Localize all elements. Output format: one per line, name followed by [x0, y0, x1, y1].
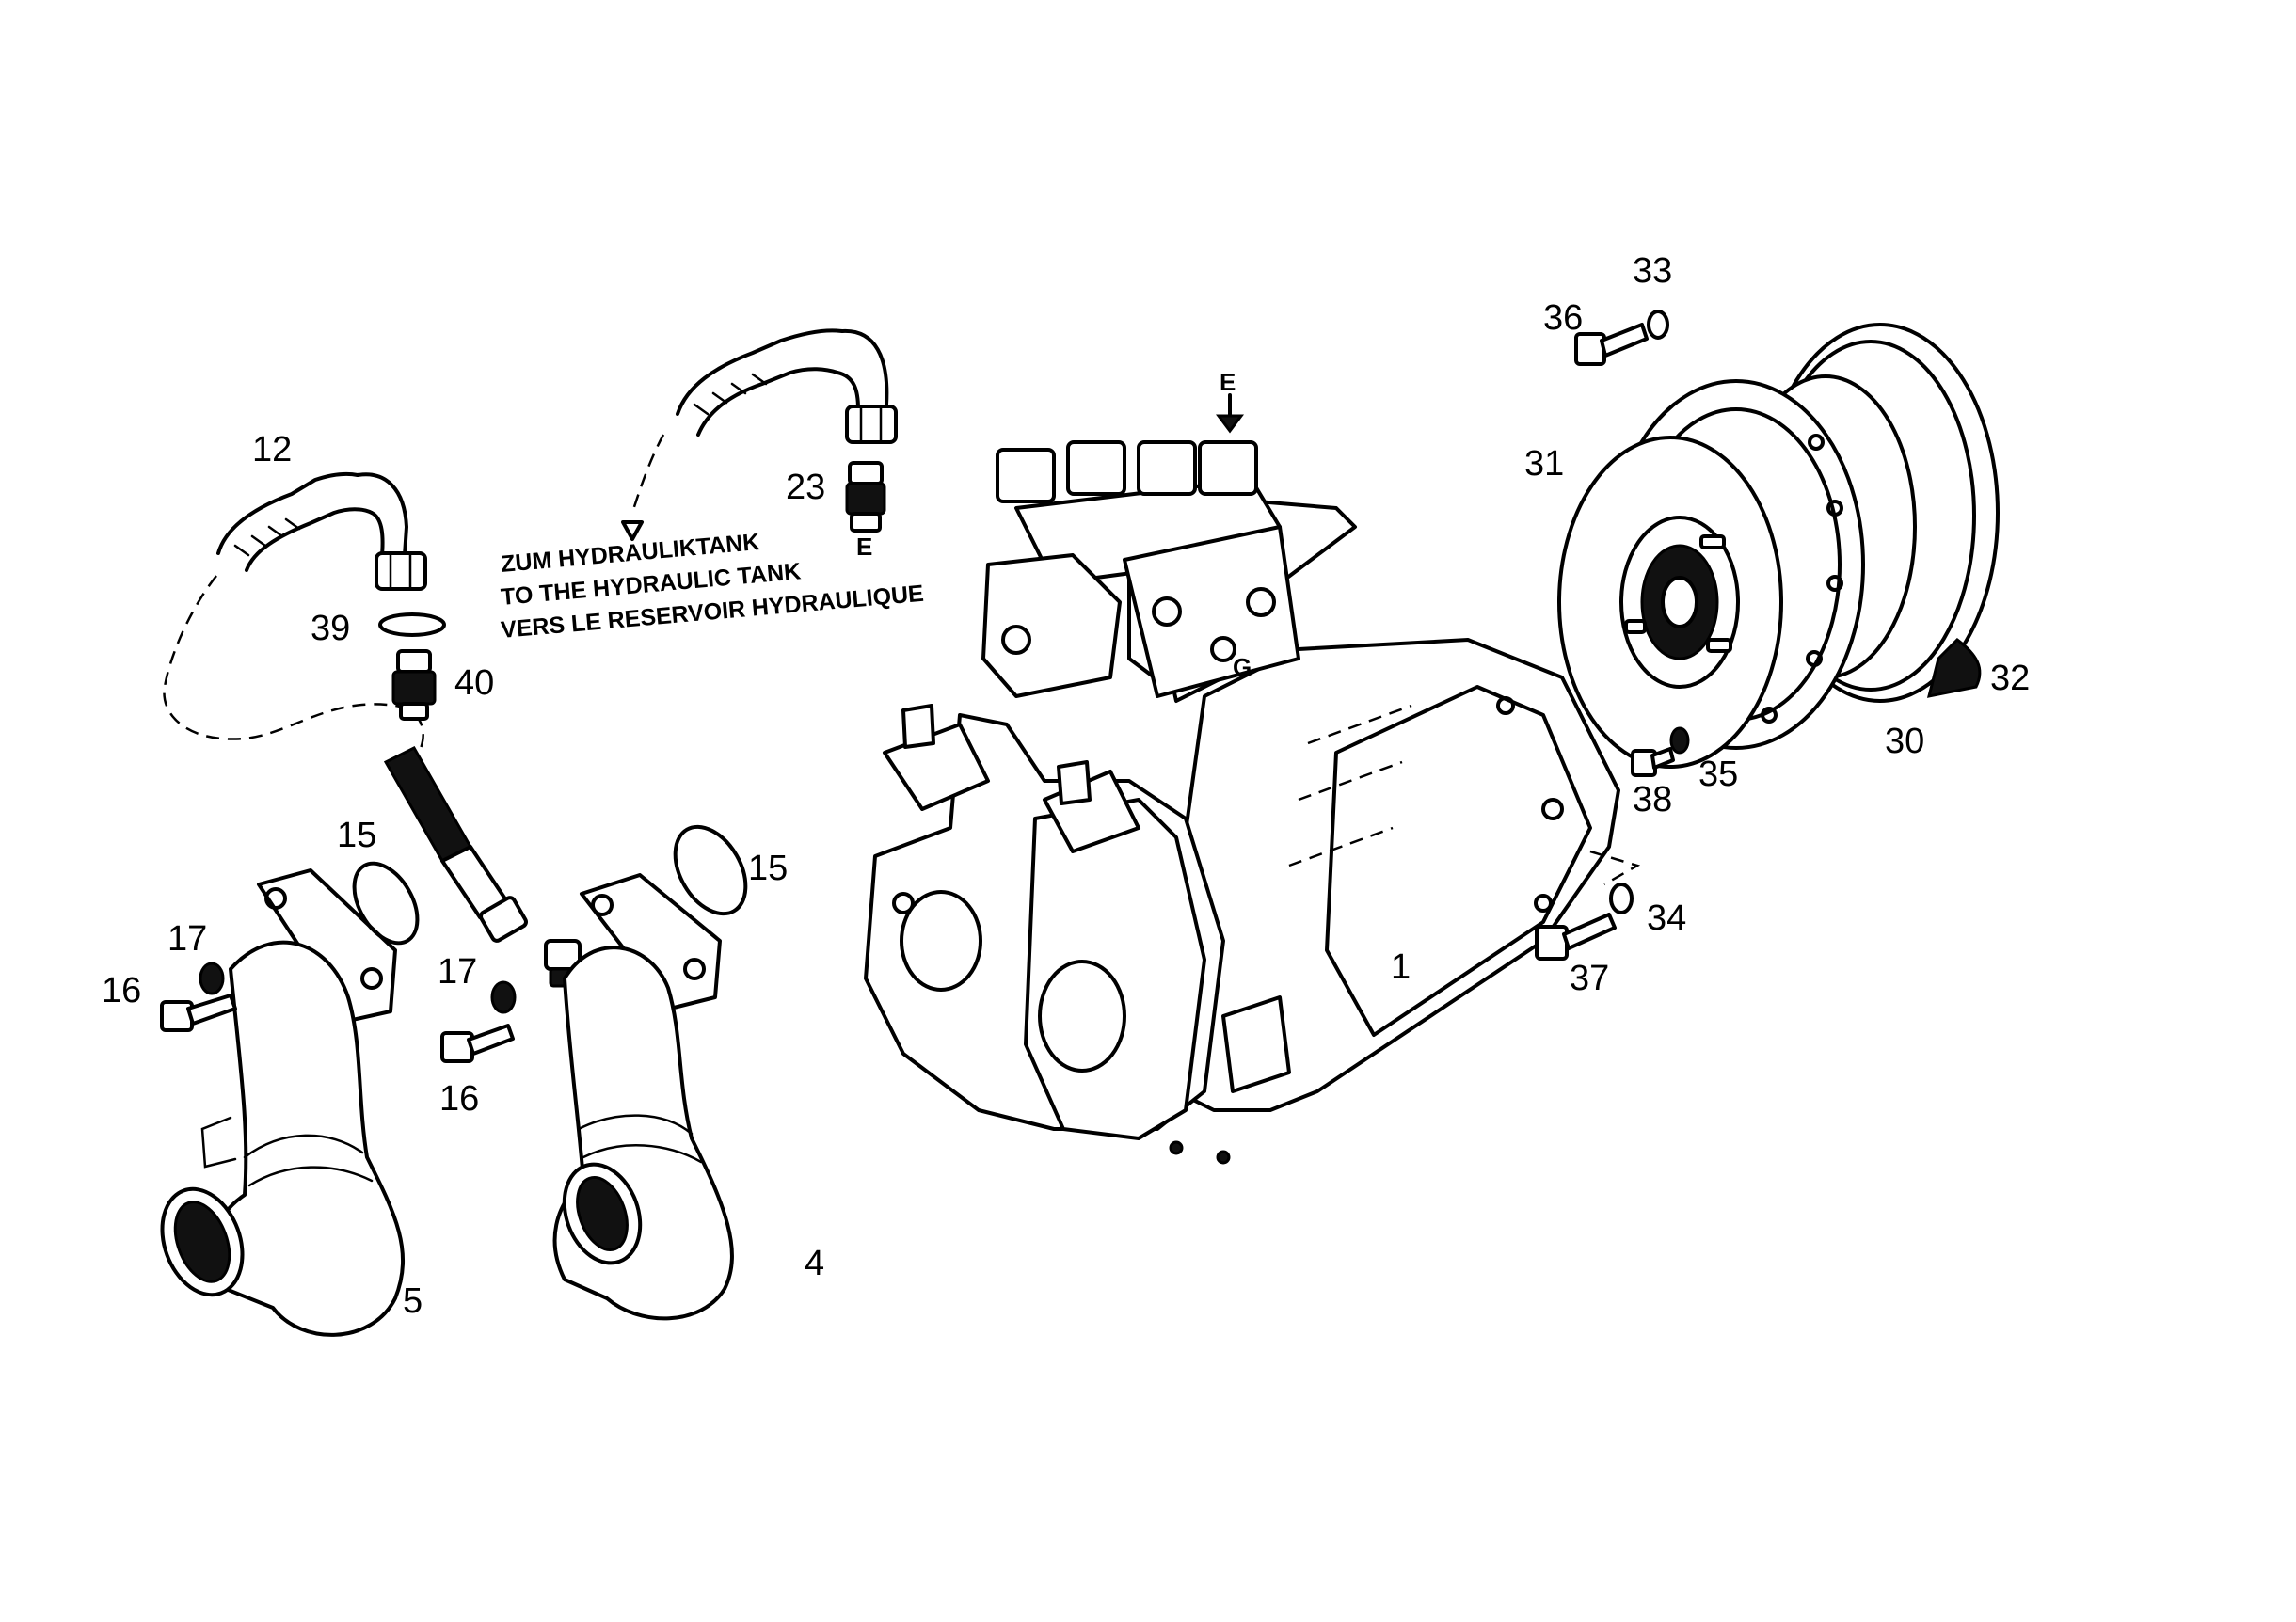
hose-12: [216, 471, 427, 591]
callout-33: 33: [1633, 251, 1672, 291]
port-letter-e-fitting: E: [856, 533, 872, 561]
callout-1: 1: [1391, 947, 1411, 987]
callout-37: 37: [1570, 959, 1609, 998]
fitting-23: [845, 461, 886, 533]
main-pump-1: [864, 440, 1620, 1165]
callout-16-right: 16: [439, 1079, 479, 1119]
bolts-washers-33-38: [1535, 310, 1690, 961]
callout-38: 38: [1633, 780, 1672, 819]
callout-34: 34: [1647, 898, 1686, 938]
hose-upper: [676, 328, 898, 444]
callout-17-right: 17: [438, 952, 477, 992]
callout-15-right: 15: [748, 849, 788, 888]
callout-35: 35: [1698, 755, 1738, 794]
callout-17-left: 17: [167, 919, 207, 959]
suction-elbow-4: [552, 873, 734, 1321]
callout-40: 40: [454, 663, 494, 703]
callout-30: 30: [1885, 722, 1924, 761]
callout-4: 4: [805, 1244, 824, 1283]
callout-5: 5: [403, 1281, 423, 1321]
port-letter-e-top: E: [1220, 368, 1236, 396]
callout-36: 36: [1543, 298, 1583, 338]
port-e-arrow: [1216, 393, 1244, 434]
o-ring-39: [378, 612, 446, 637]
hose-lower: [383, 746, 582, 988]
callout-32: 32: [1990, 659, 2030, 698]
port-letter-g: G: [1233, 653, 1252, 681]
callout-15-left: 15: [337, 816, 376, 855]
flex-plate-31: [1557, 436, 1783, 769]
callout-23: 23: [786, 468, 825, 507]
suction-elbow-5: [160, 868, 405, 1337]
callout-39: 39: [311, 609, 350, 648]
o-rings-15: [352, 824, 748, 946]
fitting-40: [391, 649, 437, 721]
bolts-16-washers-17: [160, 962, 517, 1063]
callout-16-left: 16: [102, 971, 141, 1010]
callout-labels: 1 4 5 12 15 15 16 16 17 17 23 30 31 32 3…: [102, 251, 2030, 1321]
callout-12: 12: [252, 430, 292, 469]
callout-31: 31: [1524, 444, 1564, 484]
